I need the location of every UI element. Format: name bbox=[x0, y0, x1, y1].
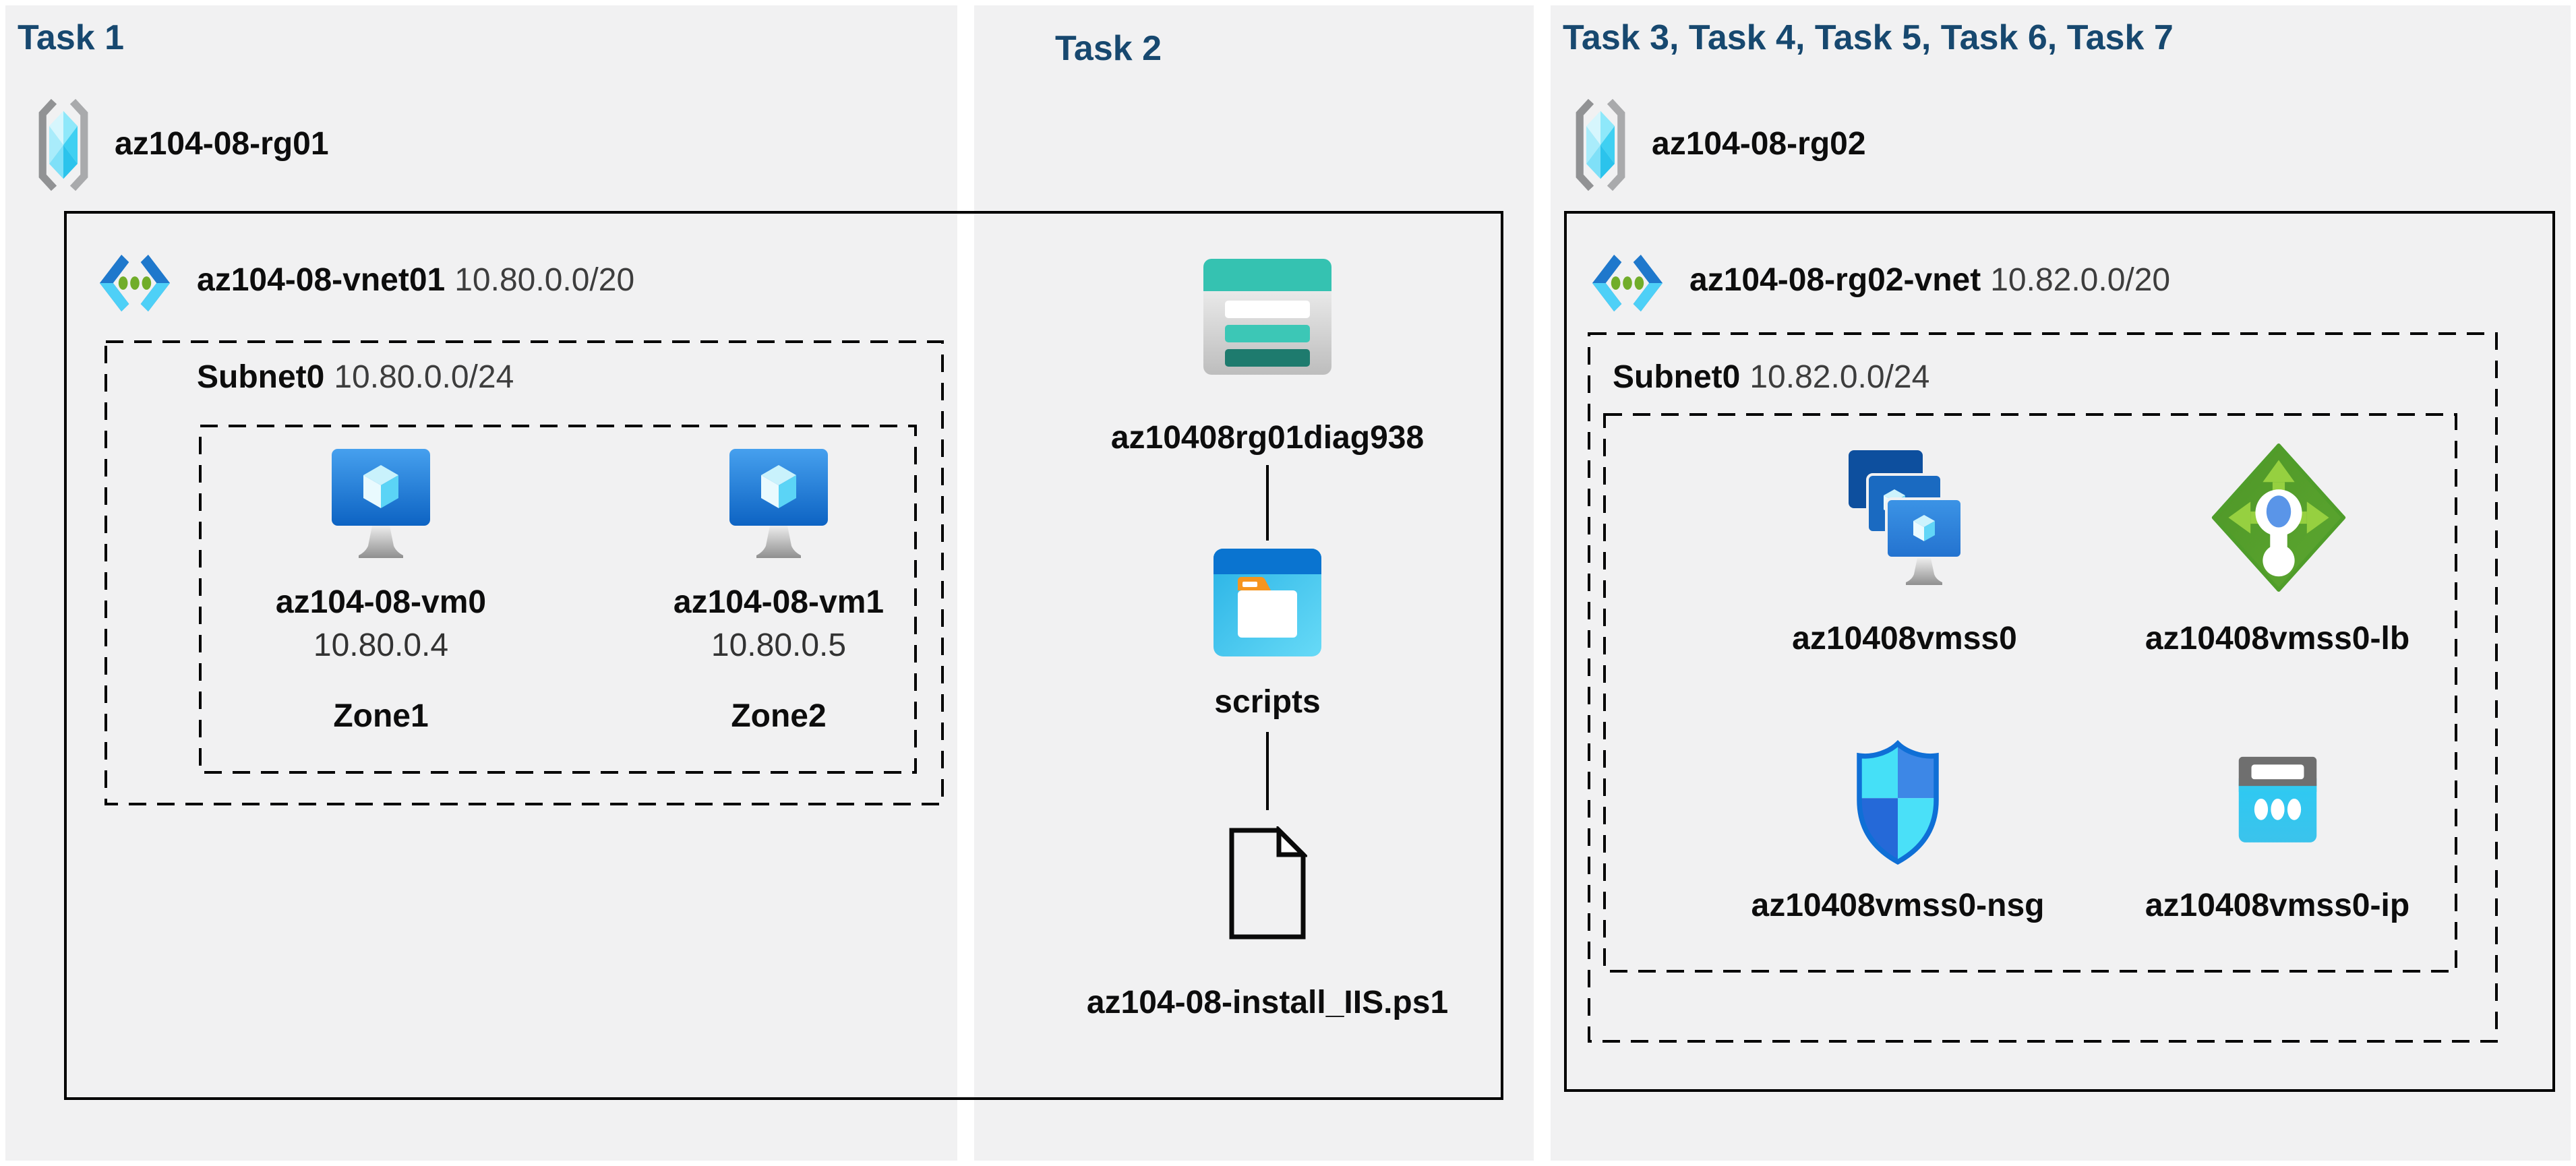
task3-title: Task 3, Task 4, Task 5, Task 6, Task 7 bbox=[1563, 18, 2174, 57]
vm-name: az104-08-vm1 bbox=[673, 584, 885, 620]
resource-group-name: az104-08-rg01 bbox=[115, 126, 329, 162]
task3-vnet-boundary-box bbox=[1564, 211, 2555, 1092]
task3-resources-dashed-box bbox=[1603, 413, 2457, 973]
resource-group-icon bbox=[35, 98, 92, 192]
connector-line bbox=[1266, 465, 1269, 541]
public-ip-name: az10408vmss0-ip bbox=[2145, 888, 2410, 923]
script-file-icon bbox=[1229, 826, 1307, 940]
vm-ip: 10.80.0.4 bbox=[313, 627, 449, 663]
vmss-name: az10408vmss0 bbox=[1792, 621, 2017, 656]
virtual-network-icon bbox=[99, 254, 171, 312]
resource-group-name: az104-08-rg02 bbox=[1652, 126, 1866, 162]
task1-subnet-dashed-box bbox=[104, 340, 944, 805]
resource-group-icon bbox=[1572, 98, 1629, 192]
vm-ip: 10.80.0.5 bbox=[711, 627, 847, 663]
vm-zone: Zone1 bbox=[333, 698, 429, 734]
virtual-machine-icon bbox=[330, 448, 431, 559]
vm-zone: Zone2 bbox=[731, 698, 827, 734]
task3-subnet-dashed-box bbox=[1588, 332, 2498, 1043]
task2-title: Task 2 bbox=[1055, 29, 1162, 68]
nsg-name: az10408vmss0-nsg bbox=[1751, 888, 2045, 923]
container-name: scripts bbox=[1214, 684, 1321, 720]
task1-vnet-boundary-box bbox=[64, 211, 1503, 1100]
virtual-network-icon bbox=[1592, 254, 1663, 312]
task1-zone-dashed-box bbox=[199, 425, 917, 774]
load-balancer-name: az10408vmss0-lb bbox=[2145, 621, 2410, 656]
task1-title: Task 1 bbox=[18, 18, 125, 57]
storage-account-name: az10408rg01diag938 bbox=[1110, 420, 1425, 456]
blob-container-icon bbox=[1214, 549, 1321, 656]
vm-name: az104-08-vm0 bbox=[275, 584, 487, 620]
script-file-name: az104-08-install_IIS.ps1 bbox=[1086, 985, 1449, 1020]
load-balancer-icon bbox=[2211, 443, 2346, 592]
virtual-machine-icon bbox=[728, 448, 829, 559]
public-ip-icon bbox=[2238, 756, 2317, 842]
connector-line bbox=[1266, 732, 1269, 810]
storage-account-icon bbox=[1203, 259, 1331, 375]
vm-scale-set-icon bbox=[1849, 450, 1963, 585]
task1-panel bbox=[5, 5, 957, 1161]
network-security-group-icon bbox=[1857, 739, 1939, 865]
task3-panel bbox=[1551, 5, 2571, 1161]
